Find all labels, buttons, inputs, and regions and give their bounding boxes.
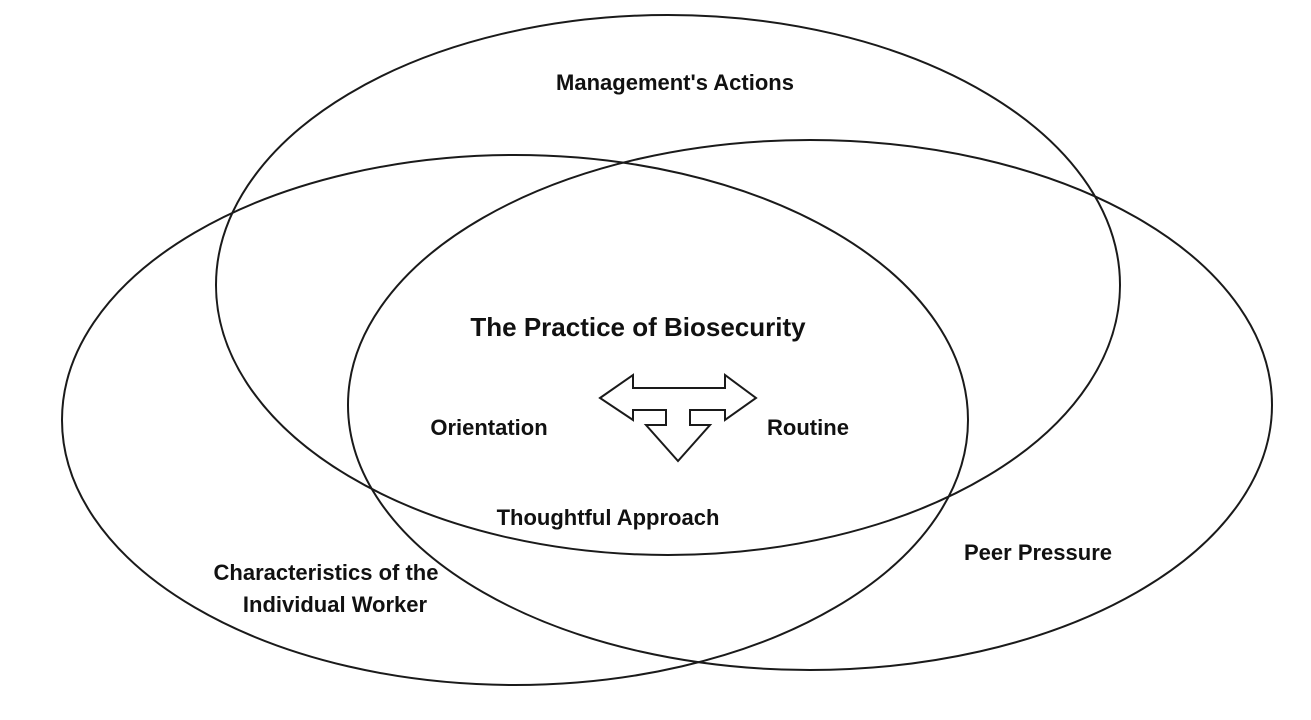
- three-way-arrow-icon: [598, 373, 758, 463]
- peer-pressure-ellipse: [347, 139, 1273, 671]
- center-title: The Practice of Biosecurity: [470, 312, 806, 342]
- management-ellipse: [215, 14, 1121, 556]
- thoughtful-approach-label: Thoughtful Approach: [497, 505, 720, 530]
- worker-label-line2: Individual Worker: [243, 592, 428, 617]
- worker-label-line1: Characteristics of the: [214, 560, 439, 585]
- peer-pressure-label: Peer Pressure: [964, 540, 1112, 565]
- routine-label: Routine: [767, 415, 849, 440]
- orientation-label: Orientation: [430, 415, 547, 440]
- worker-ellipse: [61, 154, 969, 686]
- management-label: Management's Actions: [556, 70, 794, 95]
